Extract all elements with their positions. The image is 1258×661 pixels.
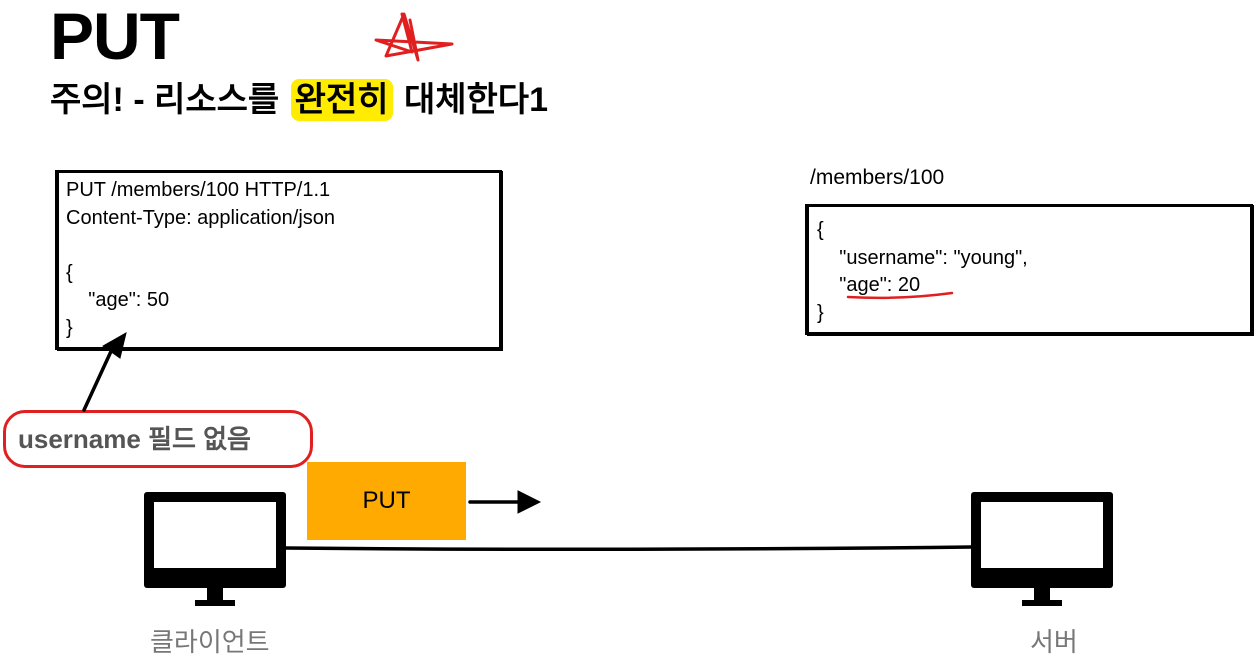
annotation-missing-field: username 필드 없음 (3, 410, 313, 468)
subtitle-highlight: 완전히 (290, 79, 393, 121)
request-line-5: } (66, 316, 73, 339)
request-line-3: { (66, 261, 73, 284)
subtitle-before: 주의! - 리소스를 (50, 81, 280, 119)
page-title: PUT (50, 0, 180, 73)
age-underline (846, 291, 954, 300)
page-subtitle: 주의! - 리소스를 완전히 대체한다1 (50, 76, 548, 124)
subtitle-after: 대체한다1 (403, 81, 548, 119)
server-label: 서버 (1030, 627, 1078, 657)
request-line-0: PUT /members/100 HTTP/1.1 (66, 179, 331, 201)
resource-path: /members/100 (810, 166, 945, 189)
resource-line-1: "username": "young", (817, 246, 1028, 269)
resource-line-2: "age": 20 (817, 274, 921, 296)
monitor-icon (144, 492, 286, 606)
resource-line-3: } (817, 301, 824, 324)
arrow-icon (82, 331, 127, 412)
resource-line-0: { (817, 219, 824, 241)
connection-line (284, 545, 973, 552)
client-label: 클라이언트 (150, 627, 270, 657)
method-badge: PUT (307, 462, 466, 540)
star-icon (374, 12, 454, 62)
monitor-icon (971, 492, 1113, 606)
request-line-4: "age": 50 (66, 289, 170, 311)
resource-box: { "username": "young", "age": 20} (806, 204, 1253, 335)
request-line-1: Content-Type: application/json (66, 206, 336, 229)
arrow-icon (468, 490, 542, 514)
